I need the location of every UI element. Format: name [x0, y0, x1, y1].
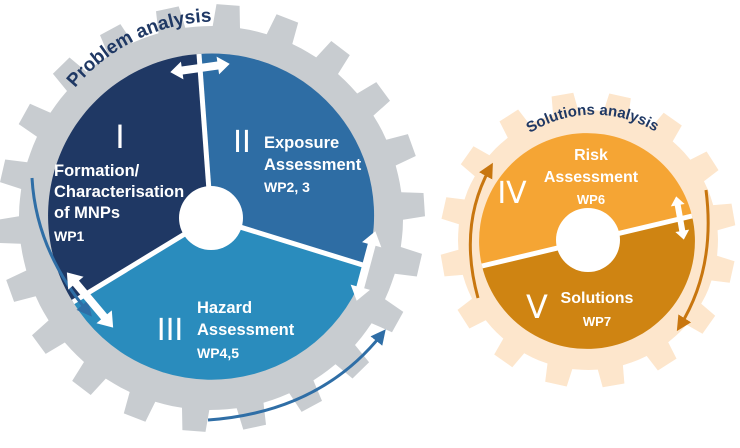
risk-wp: WP6	[577, 192, 605, 207]
exposure-label-line1: Exposure	[264, 134, 339, 152]
exposure-label-line2: Assessment	[264, 156, 362, 174]
hazard-label-line1: Hazard	[197, 299, 252, 317]
segment-exposure	[199, 53, 375, 267]
solutions-hub	[556, 208, 620, 272]
numeral-solutions: V	[526, 288, 548, 326]
formation-label-line3: of MNPs	[54, 204, 120, 222]
numeral-formation: I	[115, 118, 124, 156]
double-arrow-left	[66, 272, 114, 328]
hazard-label-line2: Assessment	[197, 321, 295, 339]
problem-hub	[179, 186, 243, 250]
rotation-arrow-solutions-right	[676, 189, 710, 332]
double-arrow-solutions	[670, 196, 690, 240]
formation-label-line2: Characterisation	[54, 183, 184, 201]
risk-label-line1: Risk	[574, 147, 608, 164]
rotation-arrow-solutions-left	[468, 162, 493, 299]
formation-wp: WP1	[54, 228, 85, 244]
numeral-exposure: II	[233, 125, 251, 160]
solutions-label-line1: Solutions	[561, 290, 634, 307]
solutions-wheel	[479, 133, 695, 349]
hazard-wp: WP4,5	[197, 345, 239, 361]
formation-label-line1: Formation/	[54, 162, 140, 180]
double-arrow-top	[170, 56, 230, 80]
exposure-wp: WP2, 3	[264, 179, 310, 195]
segment-solutions	[482, 216, 695, 349]
rotation-arrow-left	[30, 177, 92, 317]
problem-wheel	[48, 53, 375, 380]
risk-label-line2: Assessment	[544, 169, 639, 186]
rotation-arrow-bottom	[207, 329, 386, 422]
numeral-risk: IV	[497, 176, 527, 211]
segment-risk	[479, 133, 692, 266]
solutions-wp: WP7	[583, 314, 611, 329]
numeral-hazard: III	[157, 313, 184, 348]
double-arrow-right	[350, 231, 382, 301]
